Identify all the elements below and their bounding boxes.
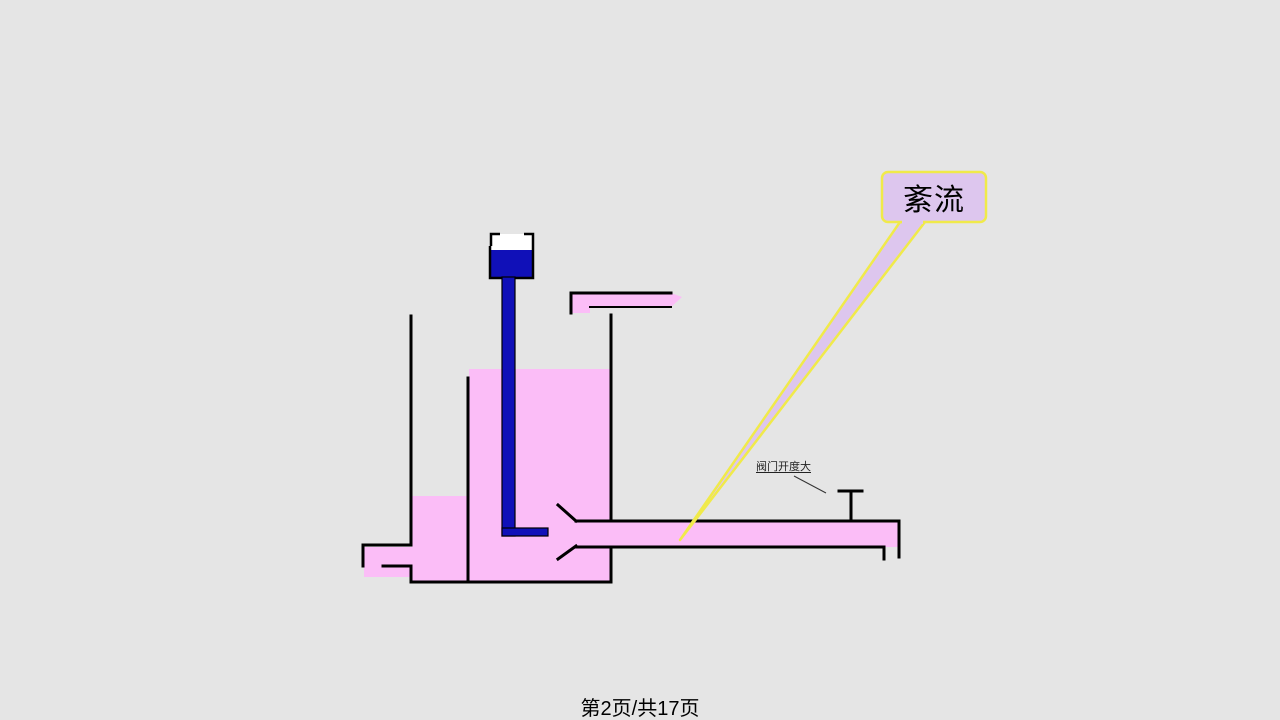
apparatus-outline <box>361 291 901 584</box>
dye-tube <box>501 276 516 537</box>
valve-leader-line <box>793 475 827 494</box>
valve-label: 阀门开度大 <box>756 460 811 473</box>
overflow-chamber-water <box>412 496 468 582</box>
dye-apparatus <box>488 232 549 537</box>
main-tank-water <box>469 369 611 582</box>
dye-reservoir-outline <box>488 232 535 280</box>
dye-reservoir-empty <box>491 234 533 250</box>
callout-pointer <box>678 220 927 542</box>
callout-label: 紊流 <box>903 183 965 218</box>
dye-reservoir-fill <box>490 250 534 278</box>
callout-box <box>880 170 988 224</box>
water-fills <box>364 293 899 582</box>
overflow-outlet-water <box>364 547 412 577</box>
callout <box>678 170 988 542</box>
inlet-pipe-water <box>571 293 682 313</box>
test-pipe-water <box>562 522 899 547</box>
page-indicator: 第2页/共17页 <box>580 698 700 720</box>
dye-nozzle <box>501 527 549 537</box>
